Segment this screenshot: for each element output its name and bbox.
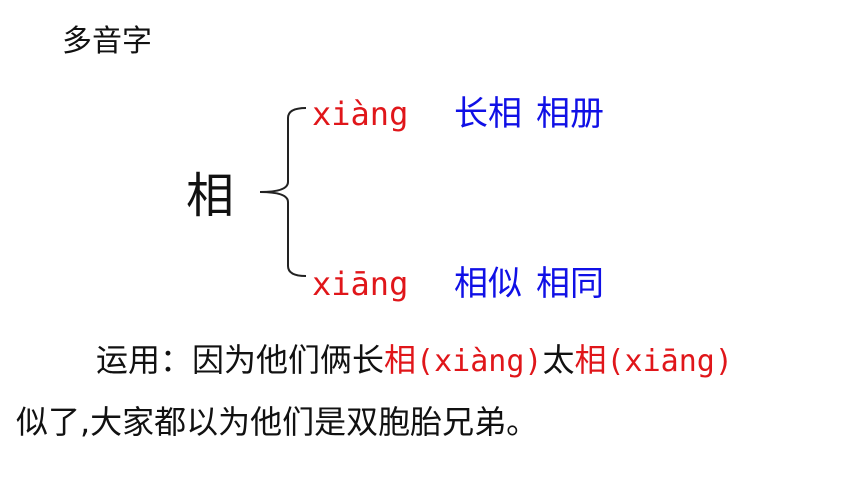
highlight-char: 相 xyxy=(574,341,607,379)
highlight-pinyin: (xiāng) xyxy=(606,344,733,379)
usage-prefix: 运用：因为他们俩长 xyxy=(96,341,385,379)
slide-heading: 多音字 xyxy=(62,24,152,59)
reading-row-xiang1: xiāng 相似相同 xyxy=(312,262,618,306)
example-word: 相同 xyxy=(536,264,604,304)
polyphonic-character: 相 xyxy=(186,168,235,224)
example-word: 相似 xyxy=(454,264,522,304)
reading-row-xiang4: xiàng 长相相册 xyxy=(312,92,618,136)
usage-sentence-line2: 似了,大家都以为他们是双胞胎兄弟。 xyxy=(16,403,539,441)
highlight-pinyin: (xiàng) xyxy=(416,344,543,379)
pinyin-label: xiāng xyxy=(312,265,409,303)
example-word: 长相 xyxy=(454,94,522,134)
example-word: 相册 xyxy=(536,94,604,134)
usage-middle: 太 xyxy=(542,341,575,379)
pinyin-label: xiàng xyxy=(312,95,409,133)
usage-sentence-line1: 运用：因为他们俩长相(xiàng)太相(xiāng) xyxy=(96,338,733,384)
highlight-char: 相 xyxy=(384,341,417,379)
brace-connector xyxy=(259,107,307,277)
